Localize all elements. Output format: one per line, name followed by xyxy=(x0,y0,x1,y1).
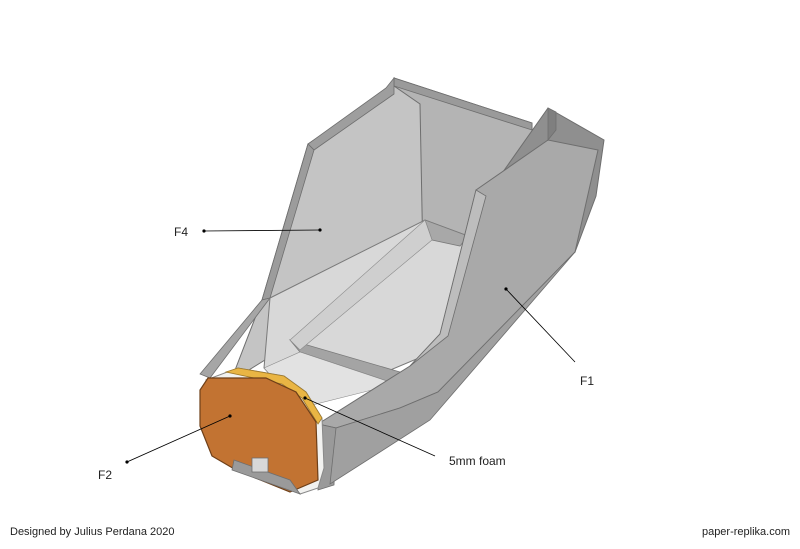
f1-panel xyxy=(316,107,605,491)
f2-label: F2 xyxy=(98,468,112,482)
foam-label: 5mm foam xyxy=(449,454,506,468)
f4-label: F4 xyxy=(174,225,188,239)
designer-credit: Designed by Julius Perdana 2020 xyxy=(10,526,175,538)
callout-f2: F2 xyxy=(98,414,232,482)
f2-former xyxy=(199,377,319,495)
callout-f4: F4 xyxy=(174,225,322,239)
website-url: paper-replika.com xyxy=(701,526,790,538)
callout-f1: F1 xyxy=(504,287,594,388)
f1-label: F1 xyxy=(580,374,594,388)
callout-foam: 5mm foam xyxy=(303,396,506,468)
